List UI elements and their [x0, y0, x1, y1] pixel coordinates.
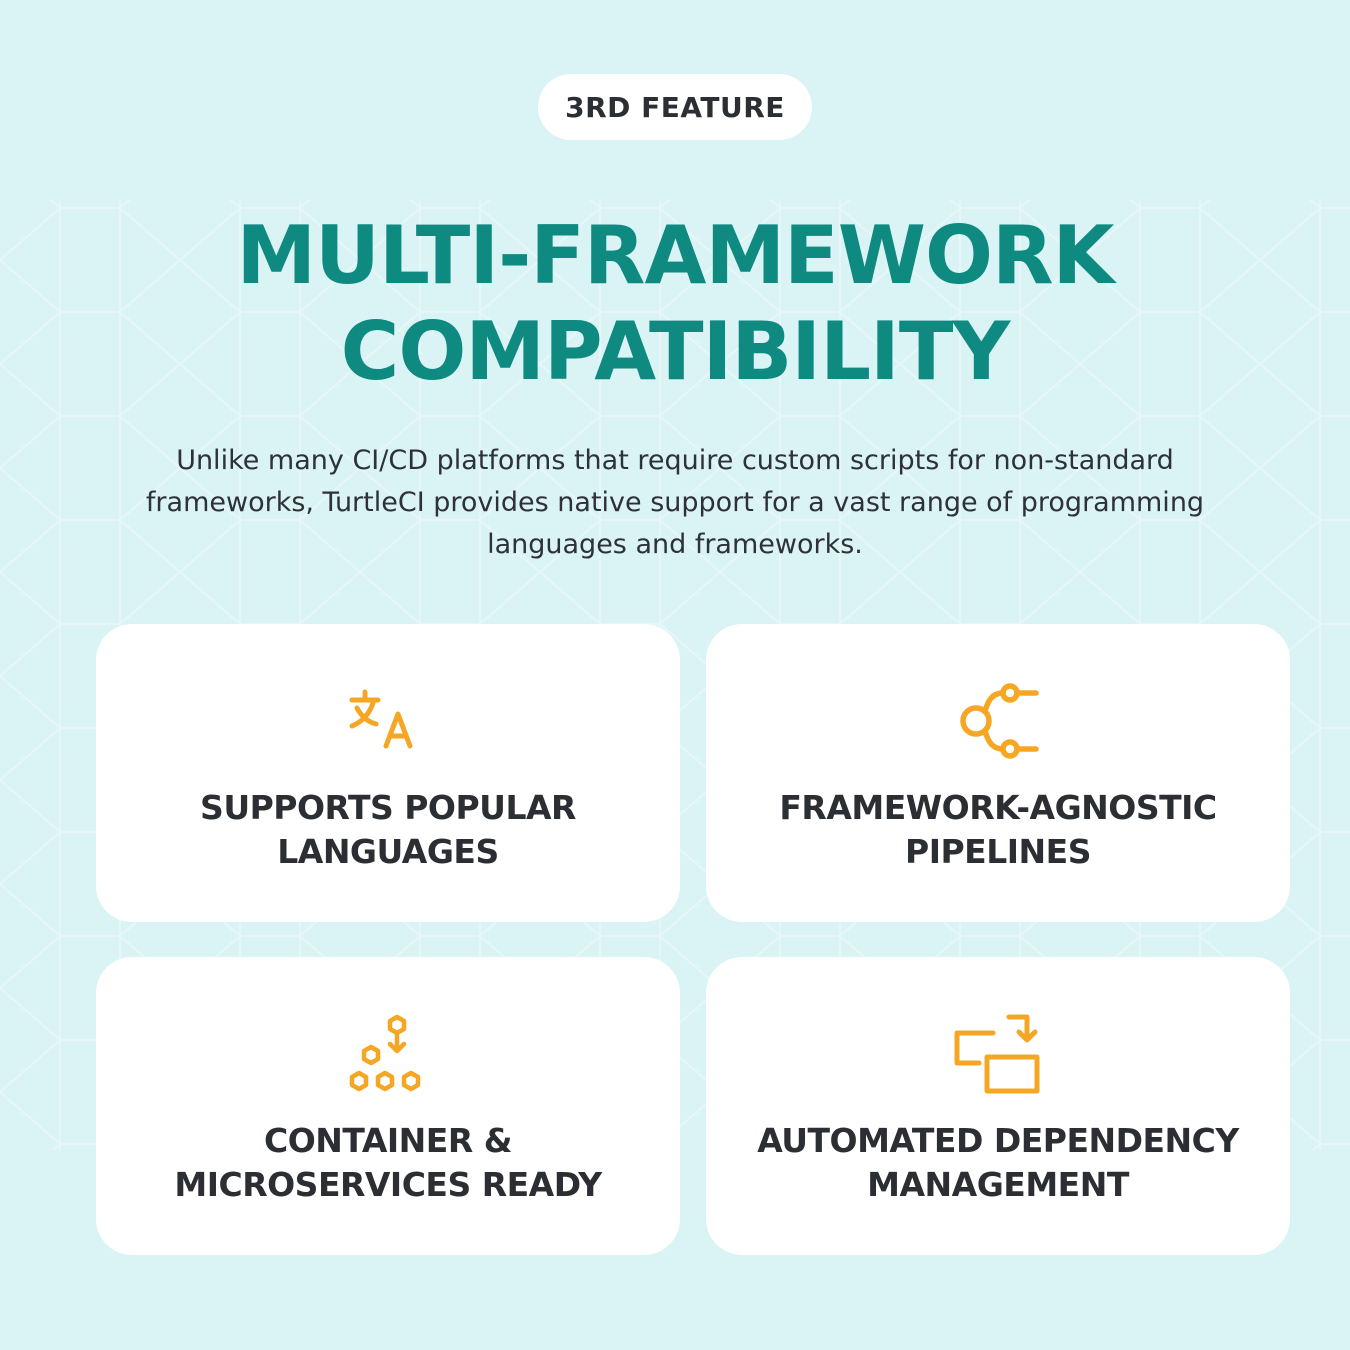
feature-card-languages: SUPPORTS POPULAR LANGUAGES [96, 624, 680, 922]
card-label: CONTAINER & MICROSERVICES READY [174, 1121, 602, 1204]
screens-sync-icon [948, 1009, 1048, 1099]
title-line-2: COMPATIBILITY [340, 305, 1011, 398]
hexagon-stack-icon [338, 1009, 438, 1099]
translate-icon [338, 676, 438, 766]
card-label: SUPPORTS POPULAR LANGUAGES [200, 788, 576, 871]
card-label: AUTOMATED DEPENDENCY MANAGEMENT [757, 1121, 1239, 1204]
card-label: FRAMEWORK-AGNOSTIC PIPELINES [779, 788, 1217, 871]
feature-card-pipelines: FRAMEWORK-AGNOSTIC PIPELINES [706, 624, 1290, 922]
title-line-1: MULTI-FRAMEWORK [236, 209, 1114, 302]
description: Unlike many CI/CD platforms that require… [145, 445, 1205, 560]
feature-badge: 3RD FEATURE [538, 74, 812, 140]
feature-card-containers: CONTAINER & MICROSERVICES READY [96, 957, 680, 1255]
page-title: MULTI-FRAMEWORK COMPATIBILITY [0, 208, 1350, 400]
pipeline-icon [948, 676, 1048, 766]
feature-card-dependencies: AUTOMATED DEPENDENCY MANAGEMENT [706, 957, 1290, 1255]
